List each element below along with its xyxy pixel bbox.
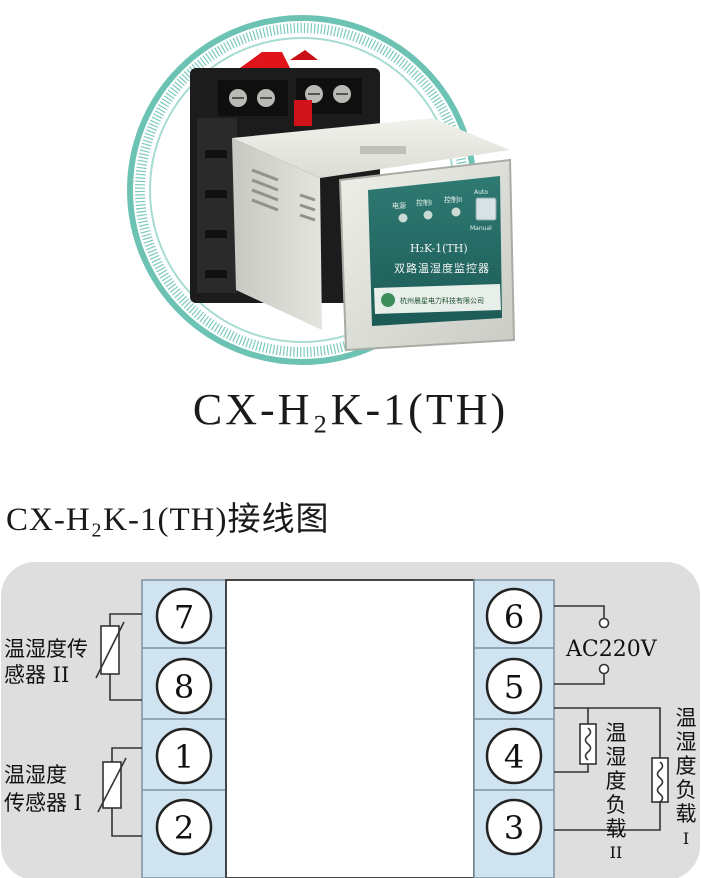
power-supply-wiring [554, 605, 610, 685]
svg-text:负: 负 [606, 793, 627, 817]
sensor-2-wiring [95, 613, 142, 701]
svg-text:载: 载 [606, 817, 627, 841]
terminal-4-number: 4 [504, 738, 524, 776]
auto-manual-switch [475, 197, 497, 221]
terminal-3: 3 [485, 798, 543, 856]
product-photo: 电源 控制I 控制II Auto Manual H₂K-1(TH) 双路温湿度监… [127, 15, 516, 365]
power-led-icon [398, 213, 408, 223]
terminal-2: 2 [155, 798, 213, 856]
svg-text:度: 度 [606, 769, 627, 793]
terminal-6: 6 [485, 587, 543, 645]
power-supply-label: AC220V [565, 637, 658, 662]
svg-text:传感器 I: 传感器 I [4, 791, 82, 815]
sensor-2-label: 温湿度传 感器 II [4, 637, 88, 687]
indicator-label-ctrl1: 控制I [416, 198, 432, 207]
load-2-wiring [554, 707, 597, 773]
terminal-5-number: 5 [504, 668, 524, 706]
switch-label-auto: Auto [474, 189, 488, 196]
controller-body [225, 579, 475, 878]
panel-maker: 杭州晨星电力科技有限公司 [400, 296, 484, 305]
svg-text:I: I [683, 829, 689, 848]
terminal-1: 1 [155, 727, 213, 785]
svg-text:II: II [610, 843, 623, 862]
load-1-label: 温 湿 度 负 载 I [676, 706, 697, 848]
svg-text:湿: 湿 [606, 745, 627, 769]
svg-text:温湿度: 温湿度 [4, 763, 67, 787]
ctrl2-led-icon [451, 207, 461, 217]
indicator-label-ctrl2: 控制II [444, 195, 462, 204]
terminal-8: 8 [155, 657, 213, 715]
switch-label-manual: Manual [470, 225, 492, 232]
terminal-1-number: 1 [174, 738, 194, 776]
ctrl1-led-icon [423, 210, 433, 220]
svg-text:温: 温 [606, 721, 627, 745]
model-title: CX-H₂K-1(TH) [192, 385, 509, 434]
wiring-diagram: 7 8 1 2 6 5 4 3 温湿度传 感器 II [1, 562, 700, 878]
terminal-5: 5 [485, 657, 543, 715]
terminal-8-number: 8 [174, 668, 194, 706]
svg-text:温: 温 [676, 706, 697, 730]
terminal-6-number: 6 [504, 598, 524, 636]
terminal-3-number: 3 [504, 809, 524, 847]
terminal-7: 7 [155, 587, 213, 645]
svg-text:载: 载 [676, 802, 697, 826]
panel-model: H₂K-1(TH) [410, 242, 468, 255]
svg-text:温湿度传: 温湿度传 [4, 637, 88, 661]
terminal-2-number: 2 [174, 809, 194, 847]
terminal-4: 4 [485, 727, 543, 785]
sensor-1-label: 温湿度 传感器 I [4, 763, 82, 815]
indicator-label-power: 电源 [392, 201, 406, 210]
front-panel: 电源 控制I 控制II Auto Manual H₂K-1(TH) 双路温湿度监… [368, 176, 502, 326]
svg-text:负: 负 [676, 778, 697, 802]
sensor-1-wiring [97, 747, 142, 837]
svg-text:度: 度 [676, 754, 697, 778]
load-1-wiring [554, 707, 669, 831]
red-clip-tabs [240, 50, 318, 126]
svg-text:感器 II: 感器 II [4, 663, 69, 687]
maker-logo-icon [381, 293, 395, 307]
wiring-diagram-title: CX-H₂K-1(TH)接线图 [6, 502, 330, 538]
svg-text:湿: 湿 [676, 730, 697, 754]
load-2-label: 温 湿 度 负 载 II [606, 721, 627, 862]
terminal-7-number: 7 [174, 598, 194, 636]
panel-product-name: 双路温湿度监控器 [394, 261, 490, 275]
